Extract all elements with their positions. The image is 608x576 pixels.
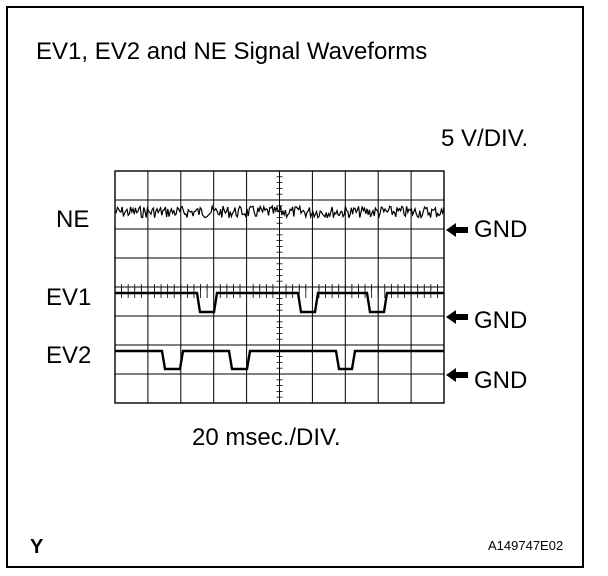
arrow-left-icon — [446, 368, 468, 382]
arrow-left-icon — [446, 310, 468, 324]
time-per-division-label: 20 msec./DIV. — [192, 424, 341, 451]
figure-frame — [6, 6, 584, 568]
ev1-waveform — [115, 291, 444, 314]
channel-label-ev1: EV1 — [46, 284, 92, 311]
channel-label-ev2: EV2 — [46, 342, 92, 369]
ev2-waveform — [115, 349, 444, 371]
ground-label-ne: GND — [474, 216, 528, 243]
figure-code: A149747E02 — [488, 538, 564, 553]
voltage-per-division-label: 5 V/DIV. — [441, 125, 529, 152]
ground-label-ev1: GND — [474, 307, 528, 334]
ne-waveform — [114, 203, 445, 220]
corner-mark: Y — [30, 536, 44, 558]
ground-label-ev2: GND — [474, 367, 528, 394]
arrow-left-icon — [446, 223, 468, 237]
figure-title: EV1, EV2 and NE Signal Waveforms — [36, 38, 428, 65]
channel-label-ne: NE — [56, 206, 90, 233]
